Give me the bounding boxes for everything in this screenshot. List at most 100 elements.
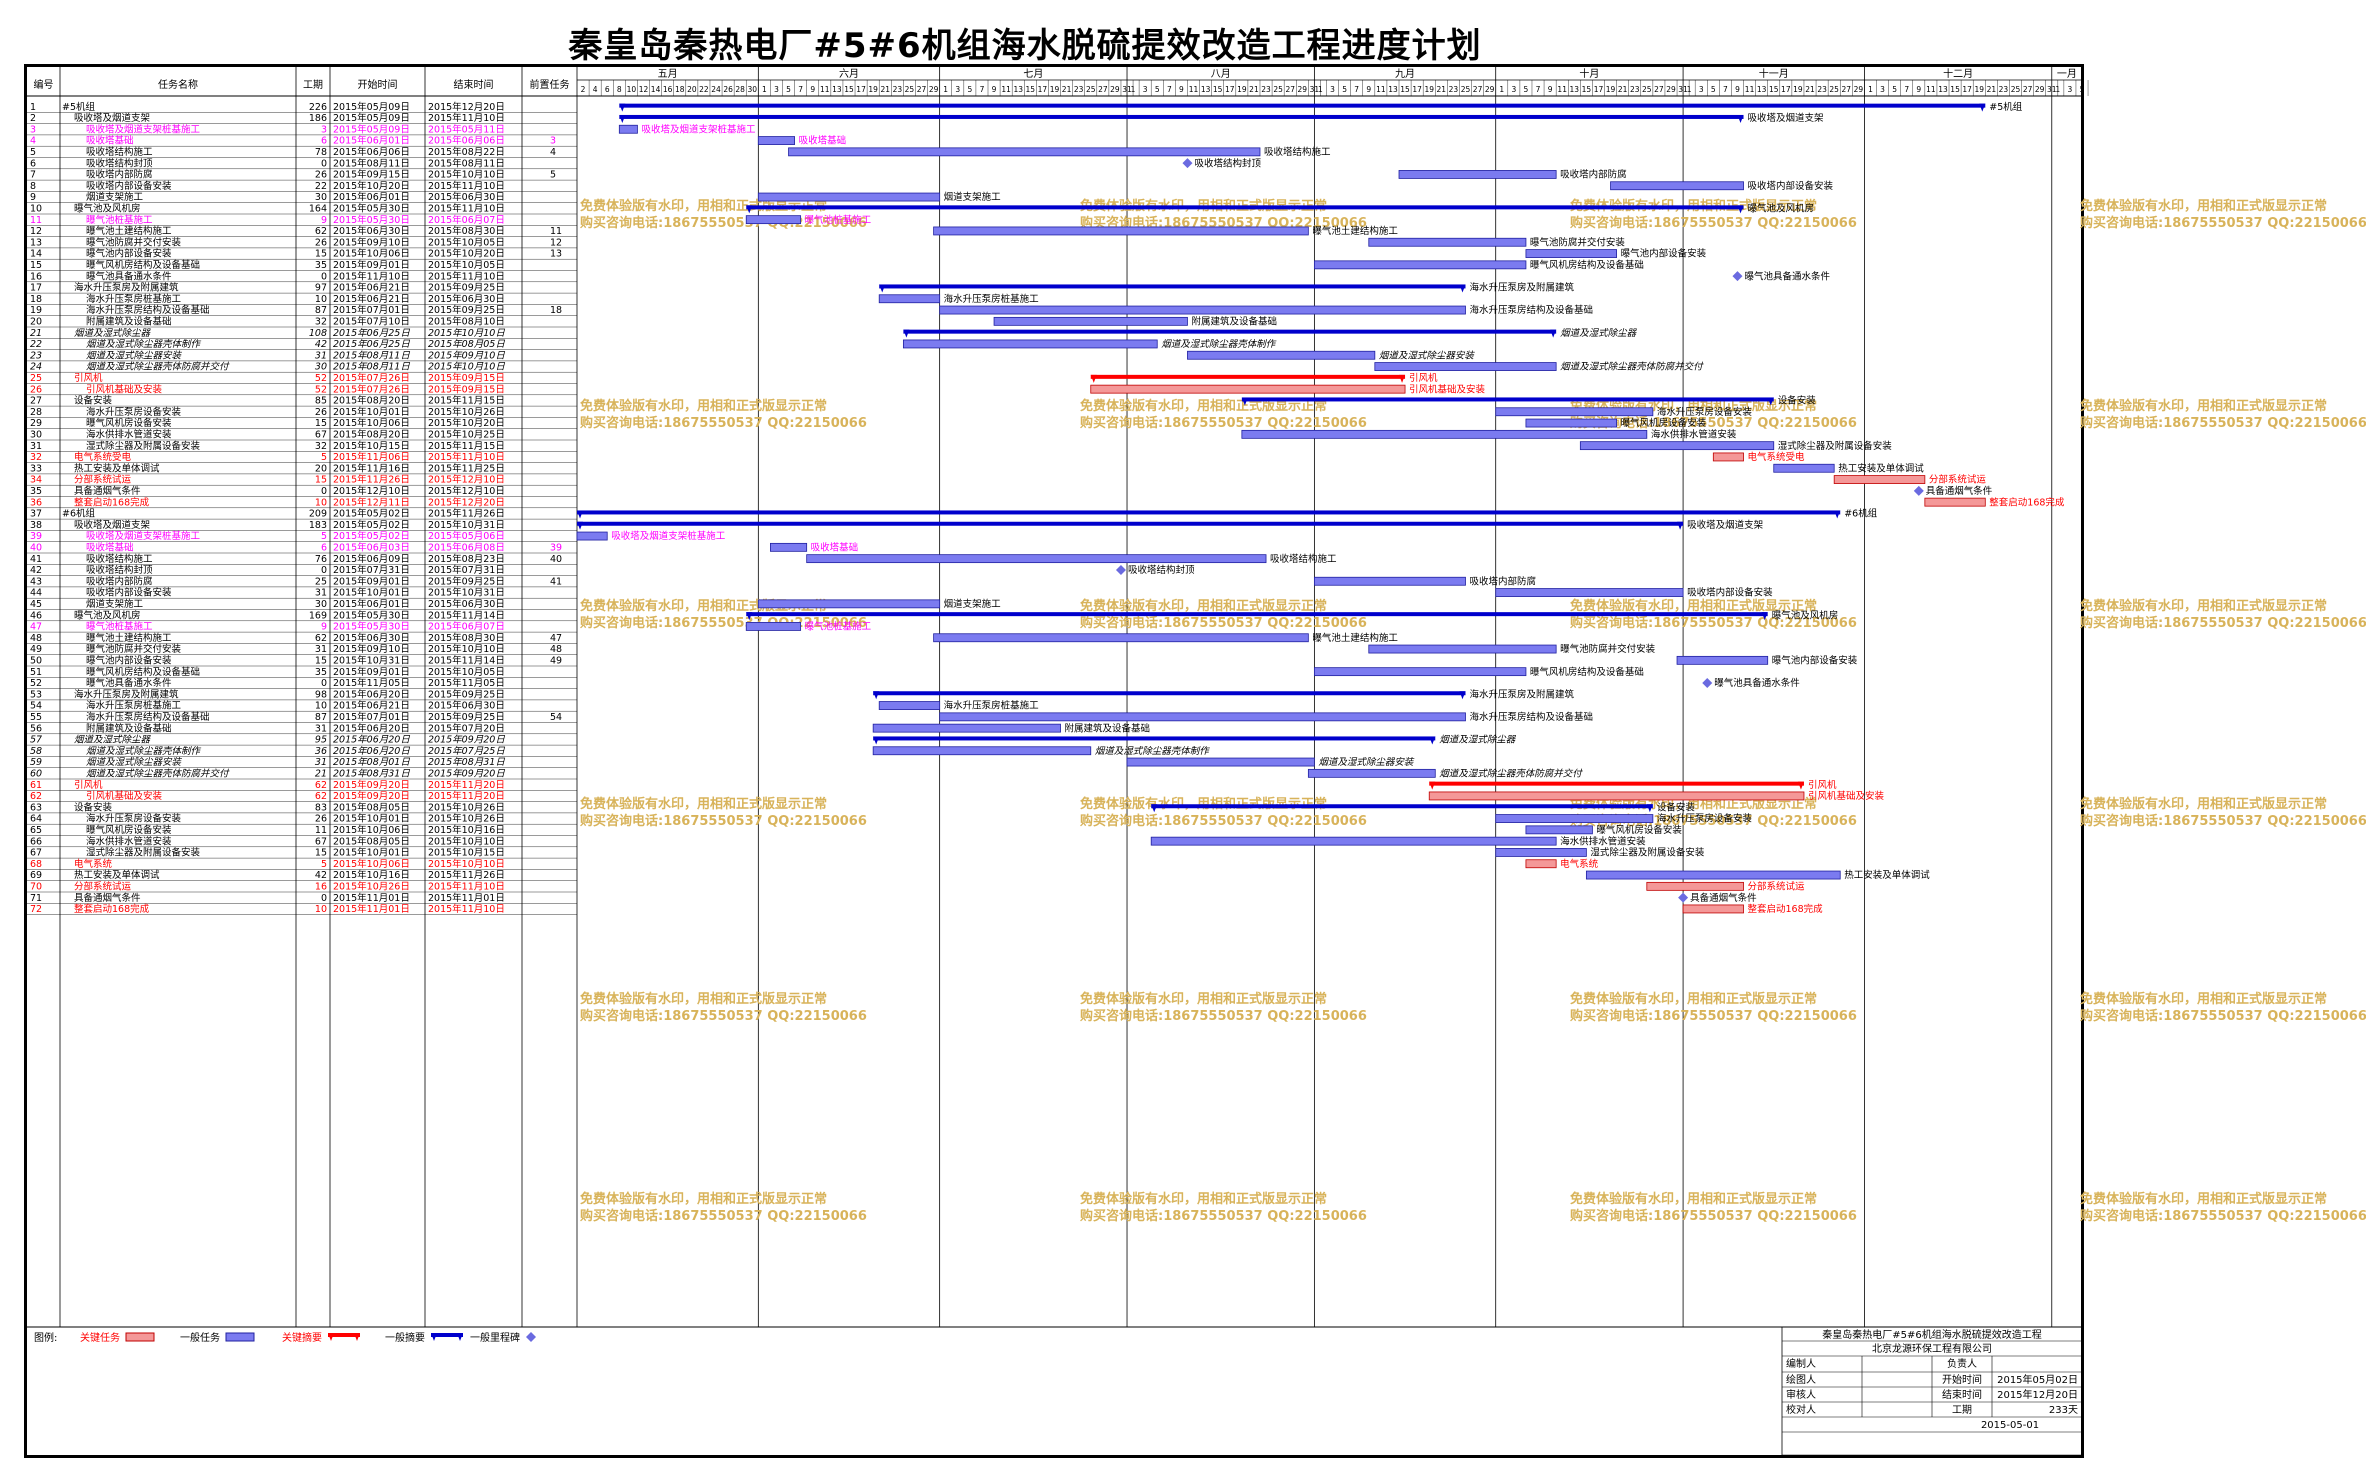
task-start: 2015年10月26日	[333, 881, 410, 893]
bar-label: 曝气池具备通水条件	[1744, 270, 1830, 282]
summary-cap	[1761, 612, 1768, 621]
column-header-id: 编号	[34, 78, 54, 91]
watermark-text: 购买咨询电话:18675550537 QQ:22150066	[1080, 615, 1367, 631]
summary-cap	[619, 114, 626, 123]
task-duration: 87	[315, 712, 327, 723]
task-start: 2015年09月10日	[333, 236, 410, 248]
bar-label: 曝气池具备通水条件	[1714, 677, 1800, 689]
day-tick-label: 20	[687, 85, 697, 94]
row-id: 31	[30, 441, 42, 452]
day-tick-label: 15	[1400, 85, 1410, 94]
day-tick-label: 5	[1711, 85, 1716, 94]
task-name: #6机组	[62, 508, 96, 520]
day-tick-label: 5	[967, 85, 972, 94]
summary-bar	[619, 114, 1744, 119]
task-start: 2015年11月01日	[333, 903, 410, 915]
day-tick-label: 23	[1261, 85, 1271, 94]
day-tick-label: 15	[1950, 85, 1960, 94]
task-name: 烟道及湿式除尘器	[74, 327, 152, 339]
bar-label: 热工安装及单体调试	[1844, 869, 1930, 881]
row-id: 28	[30, 407, 42, 418]
summary-cap	[873, 691, 880, 700]
bar-label: 附属建筑及设备基础	[1065, 722, 1151, 734]
task-bar	[788, 147, 1261, 157]
row-id: 27	[30, 396, 42, 407]
task-name: 曝气池防腐并交付安装	[86, 643, 182, 655]
day-tick-label: 29	[2035, 85, 2045, 94]
day-tick-label: 3	[955, 85, 960, 94]
task-bar	[1398, 170, 1557, 179]
day-tick-label: 9	[810, 85, 815, 94]
legend-item-text: 一般里程碑	[470, 1331, 520, 1344]
task-duration: 15	[315, 249, 327, 260]
bar-label: 曝气池内部设备安装	[1621, 248, 1707, 260]
bar-label: 引风机	[1409, 372, 1438, 384]
task-duration: 5	[321, 859, 327, 870]
task-duration: 0	[321, 486, 327, 497]
task-finish: 2015年07月25日	[428, 745, 505, 757]
task-finish: 2015年11月10日	[428, 270, 505, 282]
task-finish: 2015年06月07日	[428, 621, 505, 633]
task-finish: 2015年11月10日	[428, 881, 505, 893]
task-bar	[745, 622, 802, 631]
day-tick-label: 1	[943, 85, 948, 94]
task-start: 2015年08月01日	[333, 756, 410, 768]
day-tick-label: 18	[675, 85, 685, 94]
task-start: 2015年07月01日	[333, 711, 410, 723]
task-start: 2015年06月25日	[333, 338, 410, 350]
task-predecessor: 11	[550, 226, 562, 237]
row-id: 2	[30, 113, 36, 124]
day-tick-label: 27	[1473, 85, 1483, 94]
task-bar	[1525, 418, 1617, 428]
day-tick-label: 23	[893, 85, 903, 94]
task-start: 2015年09月20日	[333, 790, 410, 802]
task-duration: 16	[315, 882, 327, 893]
task-name: 烟道及湿式除尘器壳体防腐并交付	[86, 361, 230, 373]
task-start: 2015年06月06日	[333, 146, 410, 158]
task-start: 2015年10月01日	[333, 587, 410, 599]
task-bar	[1241, 429, 1648, 439]
day-tick-label: 19	[1050, 85, 1060, 94]
row-id: 3	[30, 124, 36, 135]
info-cell: 编制人	[1786, 1357, 1816, 1370]
row-id: 14	[30, 249, 42, 260]
month-label: 十一月	[1759, 67, 1789, 80]
task-start: 2015年10月01日	[333, 406, 410, 418]
task-name: 烟道支架施工	[86, 598, 144, 610]
task-bar	[1924, 497, 1986, 507]
task-start: 2015年10月20日	[333, 180, 410, 192]
info-cell: 工期	[1952, 1404, 1972, 1416]
task-start: 2015年08月11日	[333, 157, 410, 169]
task-duration: 52	[315, 384, 327, 395]
watermark-text: 免费体验版有水印，用相和正式版显示正常	[580, 198, 827, 214]
day-tick-label: 27	[1842, 85, 1852, 94]
task-finish: 2015年09月25日	[428, 575, 505, 587]
summary-cap	[1979, 103, 1986, 112]
day-tick-label: 3	[1880, 85, 1885, 94]
day-tick-label: 17	[1781, 85, 1791, 94]
bar-label: 湿式除尘器及附属设备安装	[1778, 440, 1893, 452]
row-id: 68	[30, 859, 42, 870]
task-duration: 30	[315, 599, 327, 610]
task-finish: 2015年11月25日	[428, 462, 505, 474]
day-tick-label: 13	[1570, 85, 1580, 94]
day-tick-label: 13	[1013, 85, 1023, 94]
task-duration: 31	[315, 588, 327, 599]
month-label: 八月	[1211, 68, 1231, 80]
row-id: 70	[30, 882, 42, 893]
task-finish: 2015年11月10日	[428, 112, 505, 124]
task-finish: 2015年07月31日	[428, 564, 505, 576]
task-duration: 95	[315, 735, 327, 746]
task-finish: 2015年10月10日	[428, 361, 505, 373]
summary-cap	[1241, 397, 1248, 406]
task-duration: 35	[315, 260, 327, 271]
task-finish: 2015年06月30日	[428, 598, 505, 610]
task-name: 热工安装及单体调试	[74, 869, 160, 881]
row-id: 32	[30, 452, 42, 463]
task-finish: 2015年09月25日	[428, 304, 505, 316]
day-tick-label: 19	[1237, 85, 1247, 94]
bar-label: 具备通烟气条件	[1926, 485, 1993, 497]
day-tick-label: 23	[1630, 85, 1640, 94]
task-start: 2015年12月11日	[333, 496, 410, 508]
